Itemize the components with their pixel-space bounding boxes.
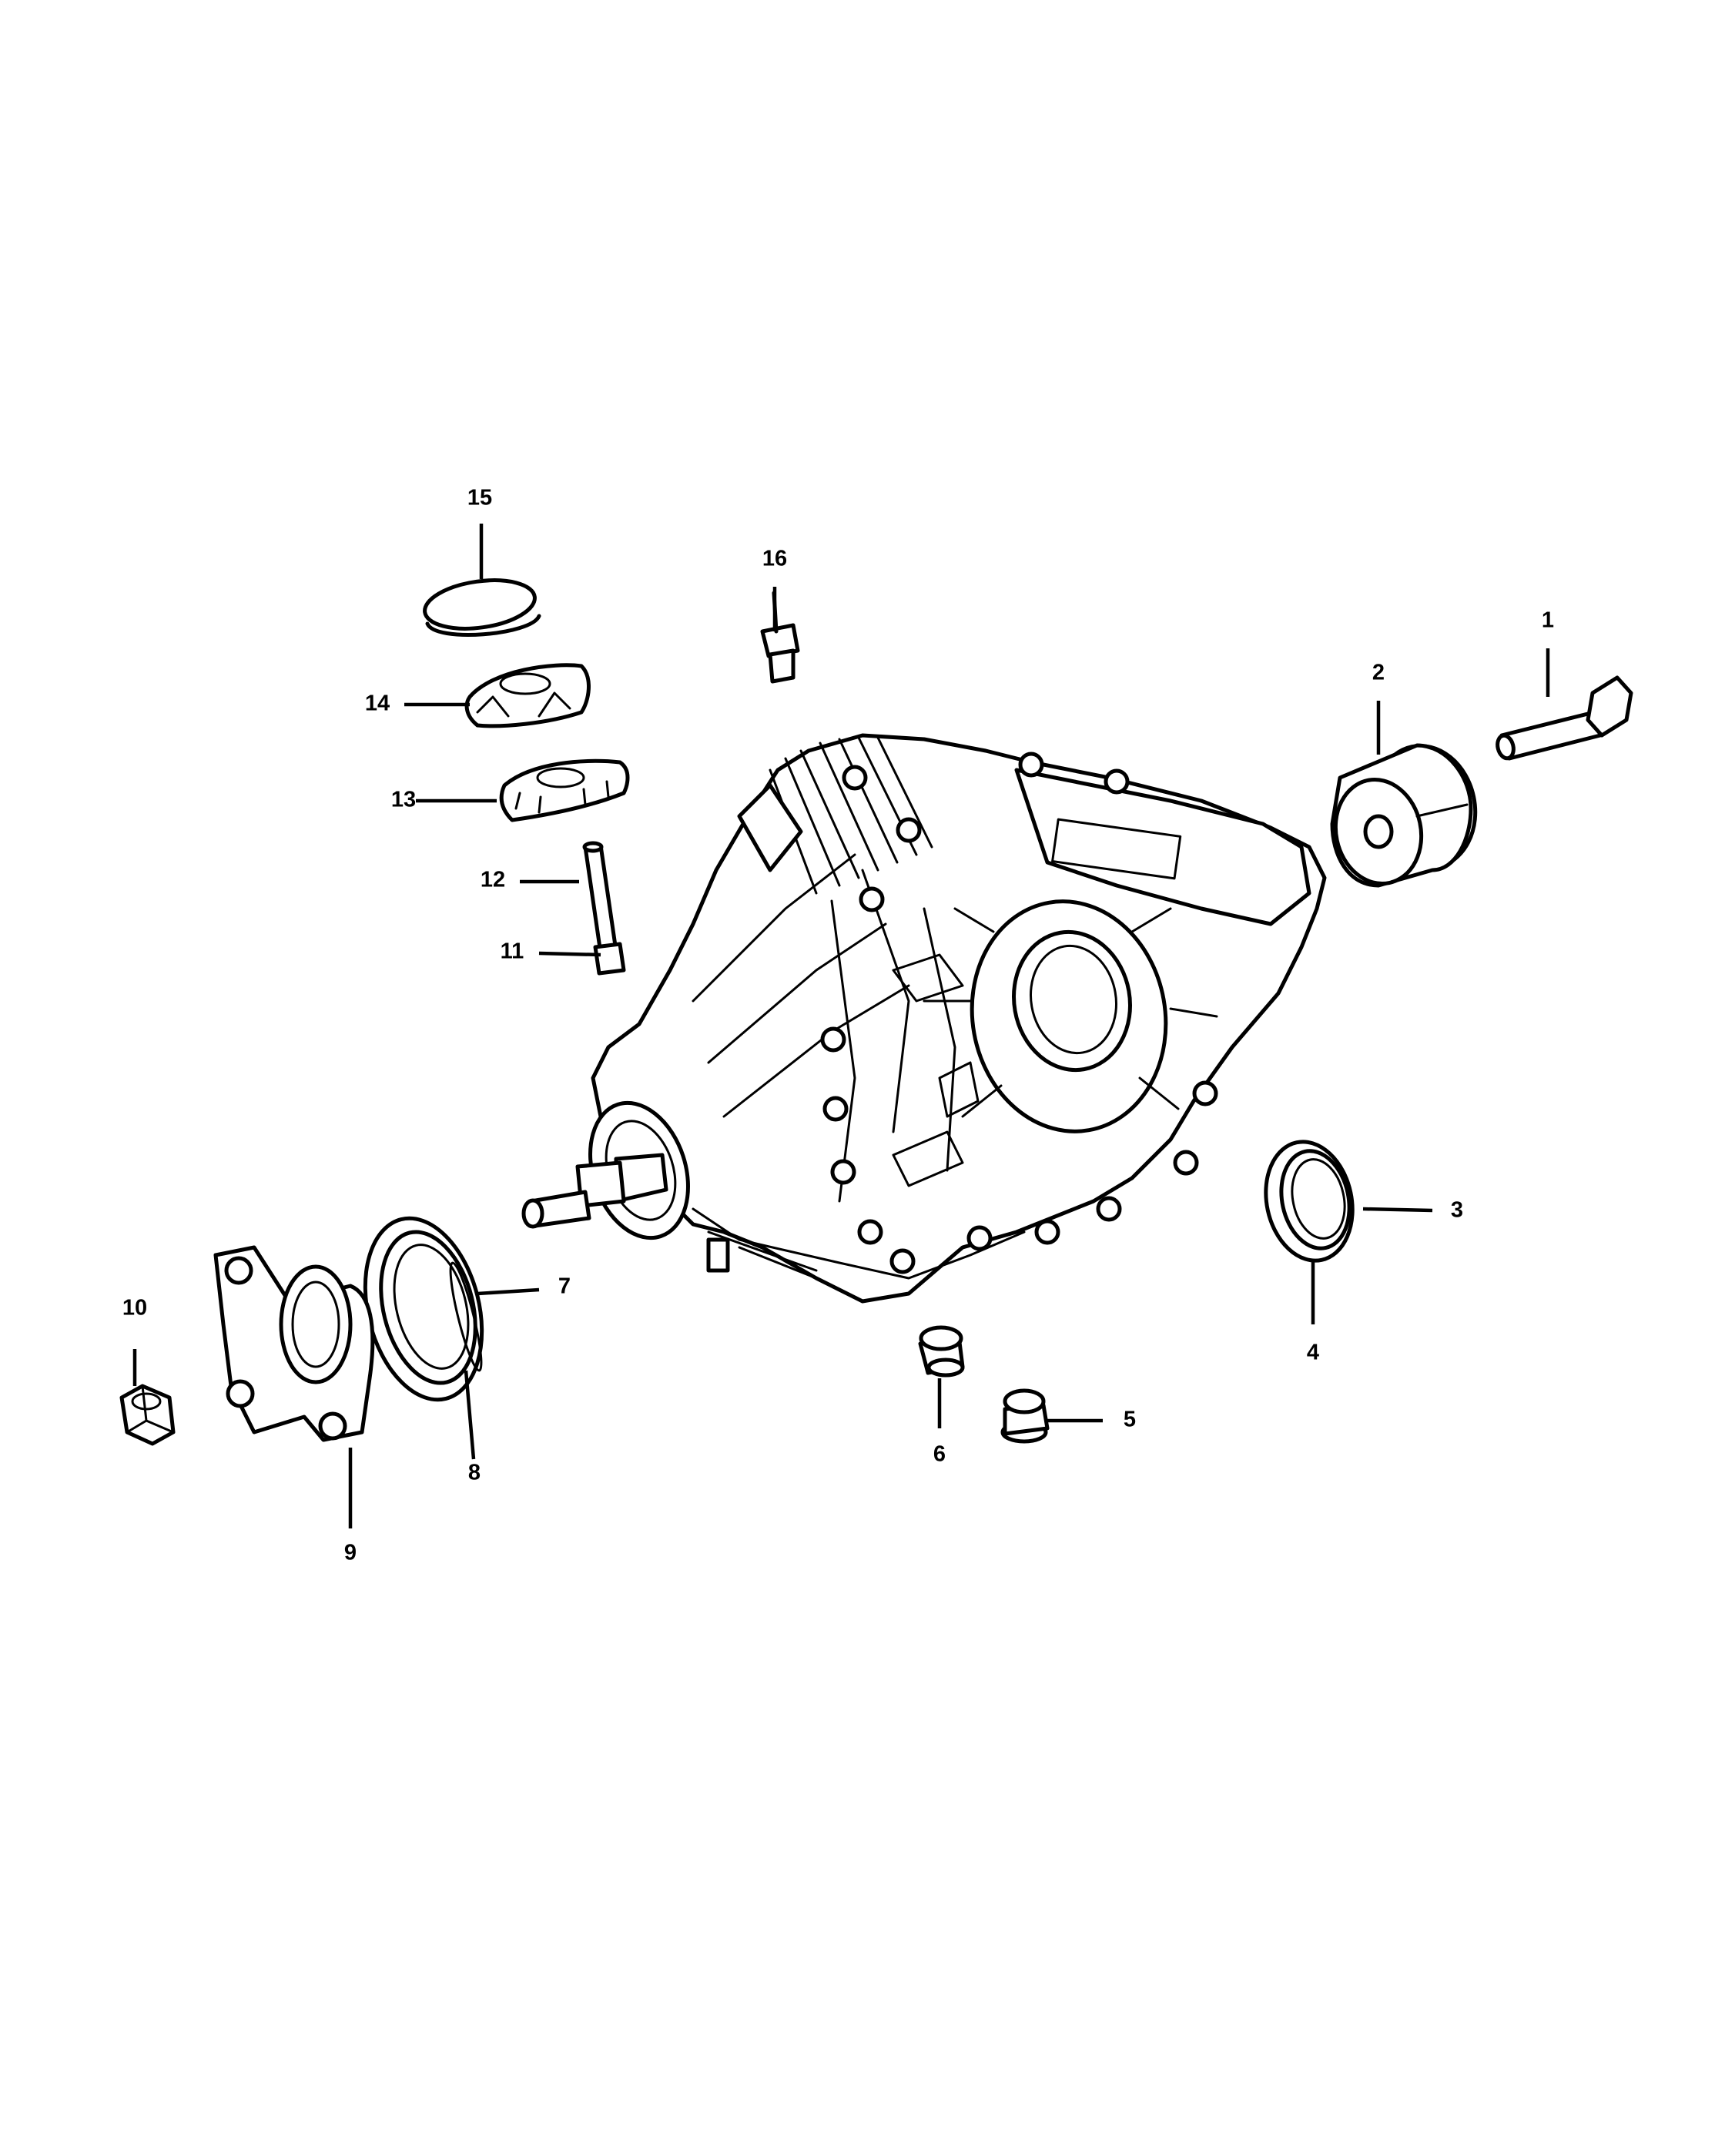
callout-6: 6 [933,1442,946,1467]
part-9-flange-icon [213,1245,375,1442]
callout-11: 11 [501,939,524,964]
callout-14: 14 [365,691,390,716]
part-7-8-shim-seal-icon [363,1216,484,1402]
part-16-sensor-icon [760,591,800,684]
callout-9: 9 [344,1541,357,1565]
part-13-bearing-icon [499,758,630,822]
callout-12: 12 [481,868,505,892]
callout-2: 2 [1372,661,1385,685]
callout-16: 16 [762,547,787,571]
callout-1: 1 [1542,608,1554,633]
part-11-12-pin-icon [582,841,626,976]
part-10-nut-icon [119,1384,176,1446]
callout-15: 15 [467,486,492,511]
callout-labels: 1 2 3 4 5 6 7 8 9 10 11 12 13 14 15 16 [122,486,1554,1565]
callout-7: 7 [558,1274,571,1299]
callout-5: 5 [1124,1408,1136,1432]
part-14-bearing-icon [464,663,591,728]
callout-8: 8 [468,1461,481,1485]
part-1-bolt-icon [1496,675,1633,761]
callout-13: 13 [391,788,416,812]
callout-3: 3 [1451,1198,1463,1223]
part-3-4-seal-icon [1264,1140,1355,1263]
part-15-cap-icon [423,578,541,637]
leader-lines [132,524,1550,1528]
callout-10: 10 [122,1296,147,1321]
part-5-plug-icon [1000,1388,1050,1444]
part-6-plug-icon [918,1325,965,1378]
callout-4: 4 [1307,1341,1319,1365]
differential-housing [521,733,1327,1304]
part-2-bushing-icon [1330,743,1478,888]
